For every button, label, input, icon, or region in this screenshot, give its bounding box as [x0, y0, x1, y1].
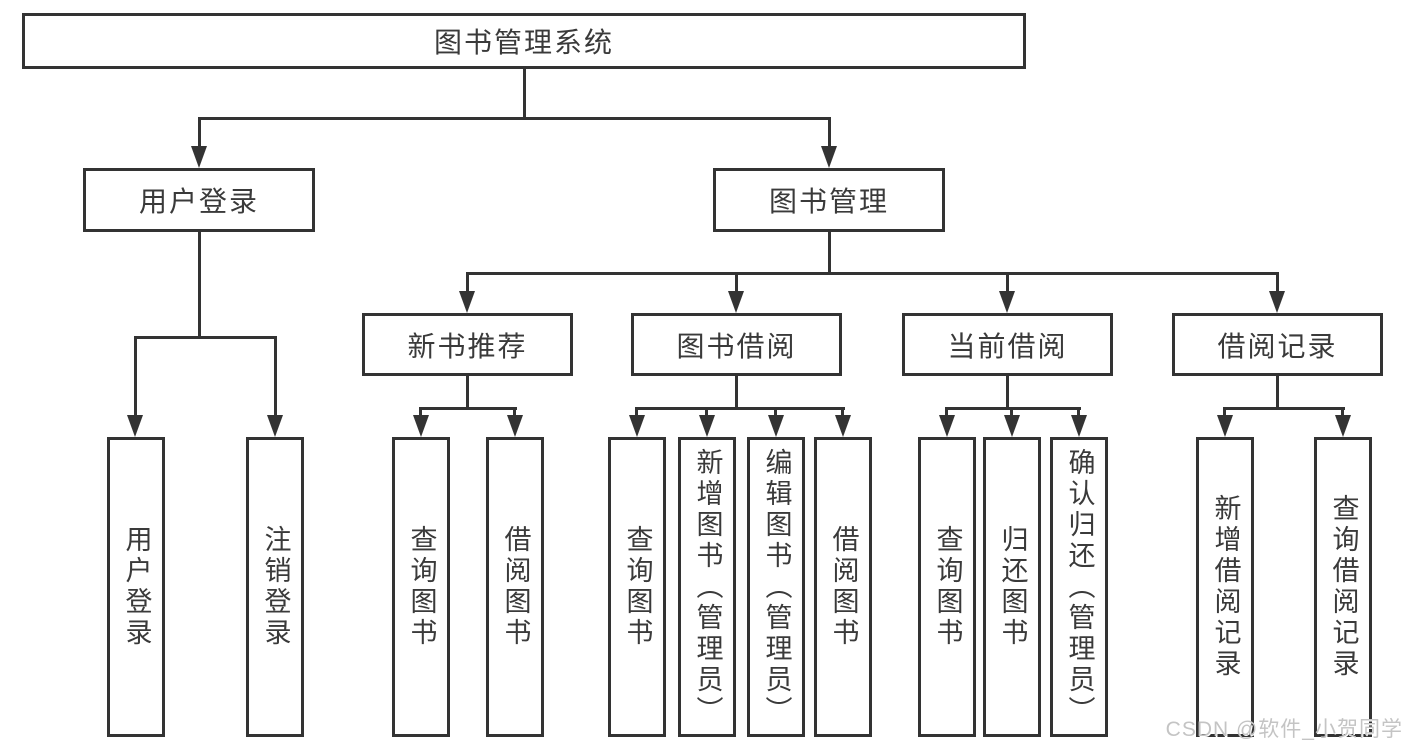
connector-line: [466, 376, 469, 407]
connector-line: [635, 407, 845, 410]
leaf-query-books: 查询图书: [608, 437, 666, 737]
connector-line: [841, 407, 844, 415]
leaf-add-books-admin: 新增图书（管理员）: [678, 437, 736, 737]
connector-line: [774, 407, 777, 415]
connector-line: [523, 69, 526, 117]
connector-line: [1006, 272, 1009, 291]
connector-arrowhead: [507, 415, 523, 437]
connector-arrowhead: [413, 415, 429, 437]
connector-line: [828, 117, 831, 146]
leaf-query-borrow-record: 查询借阅记录: [1314, 437, 1372, 737]
connector-line: [419, 407, 422, 415]
connector-line: [198, 117, 201, 146]
connector-line: [1223, 407, 1345, 410]
connector-line: [705, 407, 708, 415]
leaf-add-borrow-record: 新增借阅记录: [1196, 437, 1254, 737]
connector-line: [198, 232, 201, 336]
node-book-borrowing: 图书借阅: [631, 313, 842, 376]
connector-arrowhead: [1217, 415, 1233, 437]
connector-line: [735, 376, 738, 407]
connector-line: [635, 407, 638, 415]
connector-line: [274, 336, 277, 415]
connector-arrowhead: [1071, 415, 1087, 437]
node-book-management: 图书管理: [713, 168, 945, 232]
connector-line: [1341, 407, 1344, 415]
connector-arrowhead: [939, 415, 955, 437]
connector-line: [735, 272, 738, 291]
connector-line: [1077, 407, 1080, 415]
connector-arrowhead: [191, 146, 207, 168]
node-user-login: 用户登录: [83, 168, 315, 232]
leaf-edit-books-admin: 编辑图书（管理员）: [747, 437, 805, 737]
connector-line: [513, 407, 516, 415]
connector-line: [945, 407, 948, 415]
leaf-user-login: 用户登录: [107, 437, 165, 737]
connector-line: [466, 272, 1279, 275]
connector-arrowhead: [127, 415, 143, 437]
node-current-borrowing: 当前借阅: [902, 313, 1113, 376]
connector-arrowhead: [629, 415, 645, 437]
connector-arrowhead: [459, 291, 475, 313]
connector-arrowhead: [699, 415, 715, 437]
connector-arrowhead: [1335, 415, 1351, 437]
connector-line: [1276, 272, 1279, 291]
node-book-management-system: 图书管理系统: [22, 13, 1026, 69]
leaf-query-books: 查询图书: [392, 437, 450, 737]
connector-line: [198, 117, 831, 120]
connector-line: [134, 336, 137, 415]
leaf-confirm-return-admin: 确认归还（管理员）: [1050, 437, 1108, 737]
leaf-borrow-books: 借阅图书: [486, 437, 544, 737]
leaf-borrow-books: 借阅图书: [814, 437, 872, 737]
connector-line: [134, 336, 275, 339]
node-new-book-recommendation: 新书推荐: [362, 313, 573, 376]
connector-line: [945, 407, 1081, 410]
connector-arrowhead: [768, 415, 784, 437]
connector-arrowhead: [1269, 291, 1285, 313]
watermark: CSDN @软件_小贺同学: [1165, 718, 1403, 741]
connector-arrowhead: [835, 415, 851, 437]
leaf-return-books: 归还图书: [983, 437, 1041, 737]
leaf-query-books: 查询图书: [918, 437, 976, 737]
connector-line: [1006, 376, 1009, 407]
connector-arrowhead: [267, 415, 283, 437]
connector-arrowhead: [821, 146, 837, 168]
connector-line: [1276, 376, 1279, 407]
connector-line: [466, 272, 469, 291]
connector-line: [1223, 407, 1226, 415]
connector-arrowhead: [1004, 415, 1020, 437]
node-borrowing-records: 借阅记录: [1172, 313, 1383, 376]
connector-line: [419, 407, 517, 410]
connector-line: [1010, 407, 1013, 415]
connector-arrowhead: [728, 291, 744, 313]
connector-arrowhead: [999, 291, 1015, 313]
leaf-logout: 注销登录: [246, 437, 304, 737]
connector-line: [828, 232, 831, 272]
